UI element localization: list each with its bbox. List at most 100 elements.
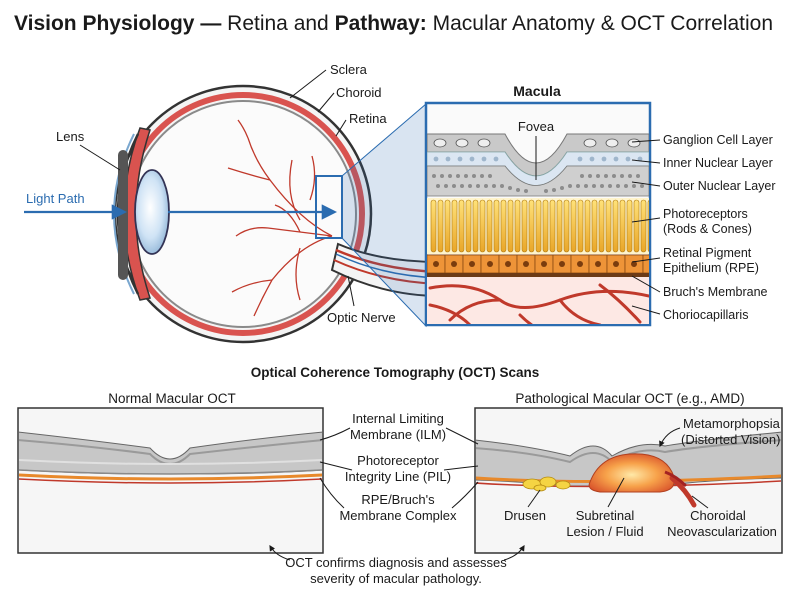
photoreceptor-cell — [647, 200, 649, 252]
photoreceptor-cell — [598, 199, 605, 253]
label-metamorphopsia-2: (Distorted Vision) — [681, 432, 780, 447]
photoreceptor-cell — [640, 199, 647, 253]
zoom-wedge — [341, 102, 427, 328]
label-sclera: Sclera — [330, 62, 368, 77]
label-optic-nerve: Optic Nerve — [327, 310, 396, 325]
footer-arrow-left — [269, 544, 291, 561]
label-cnv-2: Neovascularization — [667, 524, 777, 539]
rpe-nucleus — [451, 261, 457, 267]
label-drusen: Drusen — [504, 508, 546, 523]
label-cnv-1: Choroidal — [690, 508, 746, 523]
retinal-vessels — [227, 119, 333, 317]
rpe-nucleus — [559, 261, 565, 267]
photoreceptor-cell — [521, 199, 528, 253]
photoreceptor-cell — [458, 199, 465, 253]
oct-section-title: Optical Coherence Tomography (OCT) Scans — [251, 365, 540, 380]
label-metamorphopsia-1: Metamorphopsia — [683, 416, 781, 431]
bruchs-layer — [427, 273, 649, 277]
label-fovea: Fovea — [518, 119, 555, 134]
rpe-nucleus — [433, 261, 439, 267]
macula-layer-labels: Ganglion Cell Layer Inner Nuclear Layer … — [631, 133, 776, 322]
macula-title: Macula — [513, 83, 561, 99]
photoreceptor-cell — [591, 199, 598, 253]
photoreceptor-rods — [430, 199, 649, 253]
oct-patho-title: Pathological Macular OCT (e.g., AMD) — [515, 391, 744, 406]
rpe-nucleus — [595, 261, 601, 267]
rpe-nucleus — [523, 261, 529, 267]
rpe-nucleus — [577, 261, 583, 267]
photoreceptor-cell — [584, 199, 591, 253]
label-subretinal-1: Subretinal — [576, 508, 635, 523]
label-ilm-1: Internal Limiting — [352, 411, 444, 426]
photoreceptor-cell — [563, 199, 570, 253]
footer-line-1: OCT confirms diagnosis and assesses — [285, 555, 507, 570]
label-rpe-complex-1: RPE/Bruch's — [361, 492, 435, 507]
label-inner-nuclear: Inner Nuclear Layer — [663, 156, 773, 170]
label-bruchs: Bruch's Membrane — [663, 285, 768, 299]
macula-inset: Macula — [424, 83, 652, 327]
label-pil-2: Integrity Line (PIL) — [345, 469, 451, 484]
label-rpe-complex-2: Membrane Complex — [339, 508, 457, 523]
oct-patho-panel — [474, 407, 783, 554]
outer-nuclear-layer — [427, 165, 649, 197]
rpe-nucleus — [469, 261, 475, 267]
rpe-cell — [642, 254, 649, 274]
label-retina: Retina — [349, 111, 387, 126]
photoreceptor-cell — [500, 199, 507, 253]
photoreceptor-cell — [465, 199, 472, 253]
label-ganglion: Ganglion Cell Layer — [663, 133, 773, 147]
photoreceptor-cell — [626, 199, 633, 253]
rpe-nucleus — [541, 261, 547, 267]
photoreceptor-cell — [528, 199, 535, 253]
rpe-nucleus — [631, 261, 637, 267]
photoreceptor-cell — [577, 199, 584, 253]
photoreceptor-cell — [430, 199, 437, 253]
oct-normal-panel — [17, 407, 324, 554]
label-choroid: Choroid — [336, 85, 382, 100]
photoreceptor-cell — [472, 199, 479, 253]
photoreceptor-cell — [633, 199, 640, 253]
label-ilm-2: Membrane (ILM) — [350, 427, 446, 442]
rpe-nucleus — [505, 261, 511, 267]
label-rpe-2: Epithelium (RPE) — [663, 261, 759, 275]
eye-labels: Sclera Choroid Retina Lens Light Path Op… — [26, 62, 396, 325]
photoreceptor-cell — [493, 199, 500, 253]
label-photoreceptors: Photoreceptors — [663, 207, 748, 221]
oct-center-labels: Internal Limiting Membrane (ILM) Photore… — [319, 411, 479, 523]
photoreceptor-cell — [570, 199, 577, 253]
photoreceptor-cell — [437, 199, 444, 253]
label-rods-cones: (Rods & Cones) — [663, 222, 752, 236]
rpe-nucleus — [487, 261, 493, 267]
label-pil-1: Photoreceptor — [357, 453, 439, 468]
photoreceptor-cell — [535, 199, 542, 253]
rpe-nucleus — [613, 261, 619, 267]
page-title: Vision Physiology — Retina and Pathway: … — [14, 12, 773, 35]
photoreceptor-cell — [507, 199, 514, 253]
label-rpe: Retinal Pigment — [663, 246, 752, 260]
photoreceptor-cell — [542, 199, 549, 253]
footer-line-2: severity of macular pathology. — [310, 571, 482, 586]
label-lens: Lens — [56, 129, 85, 144]
oct-normal-title: Normal Macular OCT — [108, 391, 236, 406]
label-choriocapillaris: Choriocapillaris — [663, 308, 748, 322]
photoreceptor-cell — [556, 199, 563, 253]
photoreceptor-cell — [619, 199, 626, 253]
oct-patho-labels: Metamorphopsia (Distorted Vision) Drusen… — [504, 416, 781, 539]
photoreceptor-cell — [451, 199, 458, 253]
photoreceptor-cell — [486, 199, 493, 253]
oct-footer: OCT confirms diagnosis and assesses seve… — [269, 544, 525, 586]
photoreceptor-cell — [444, 199, 451, 253]
photoreceptor-cell — [605, 199, 612, 253]
lens-shape — [134, 169, 170, 255]
label-outer-nuclear: Outer Nuclear Layer — [663, 179, 776, 193]
photoreceptor-cell — [549, 199, 556, 253]
eye-cross-section — [24, 84, 441, 344]
choriocapillaris-layer — [427, 277, 649, 324]
label-subretinal-2: Lesion / Fluid — [566, 524, 643, 539]
photoreceptor-cell — [514, 199, 521, 253]
label-light-path: Light Path — [26, 191, 85, 206]
footer-arrow-right — [503, 544, 525, 561]
photoreceptor-cell — [612, 199, 619, 253]
